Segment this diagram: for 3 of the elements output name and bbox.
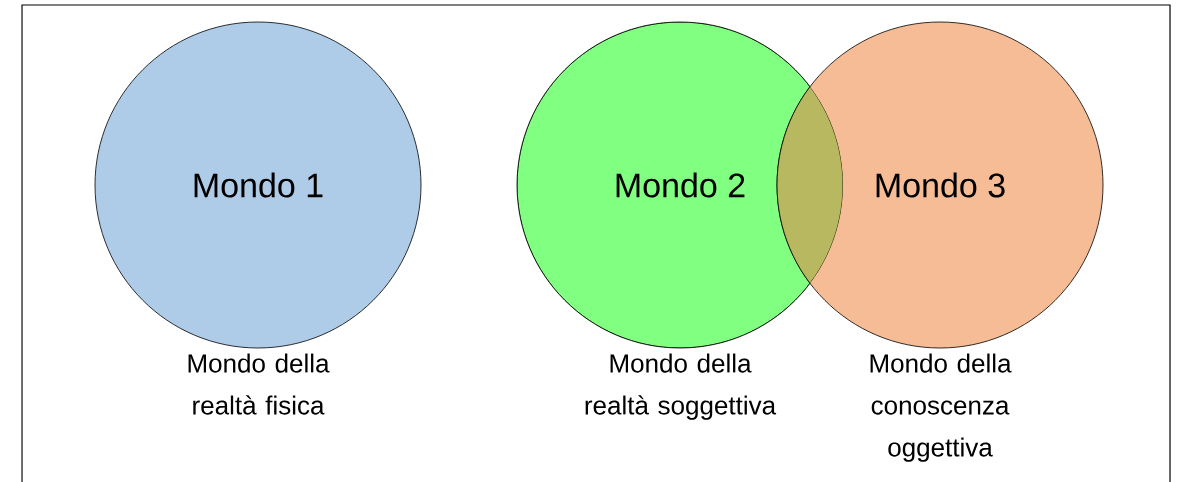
circle-caption: Mondo della realtà soggettiva	[585, 353, 777, 420]
circle-caption: Mondo della conoscenza oggettiva	[870, 353, 1012, 462]
circle-caption: Mondo della realtà fisica	[188, 353, 330, 415]
